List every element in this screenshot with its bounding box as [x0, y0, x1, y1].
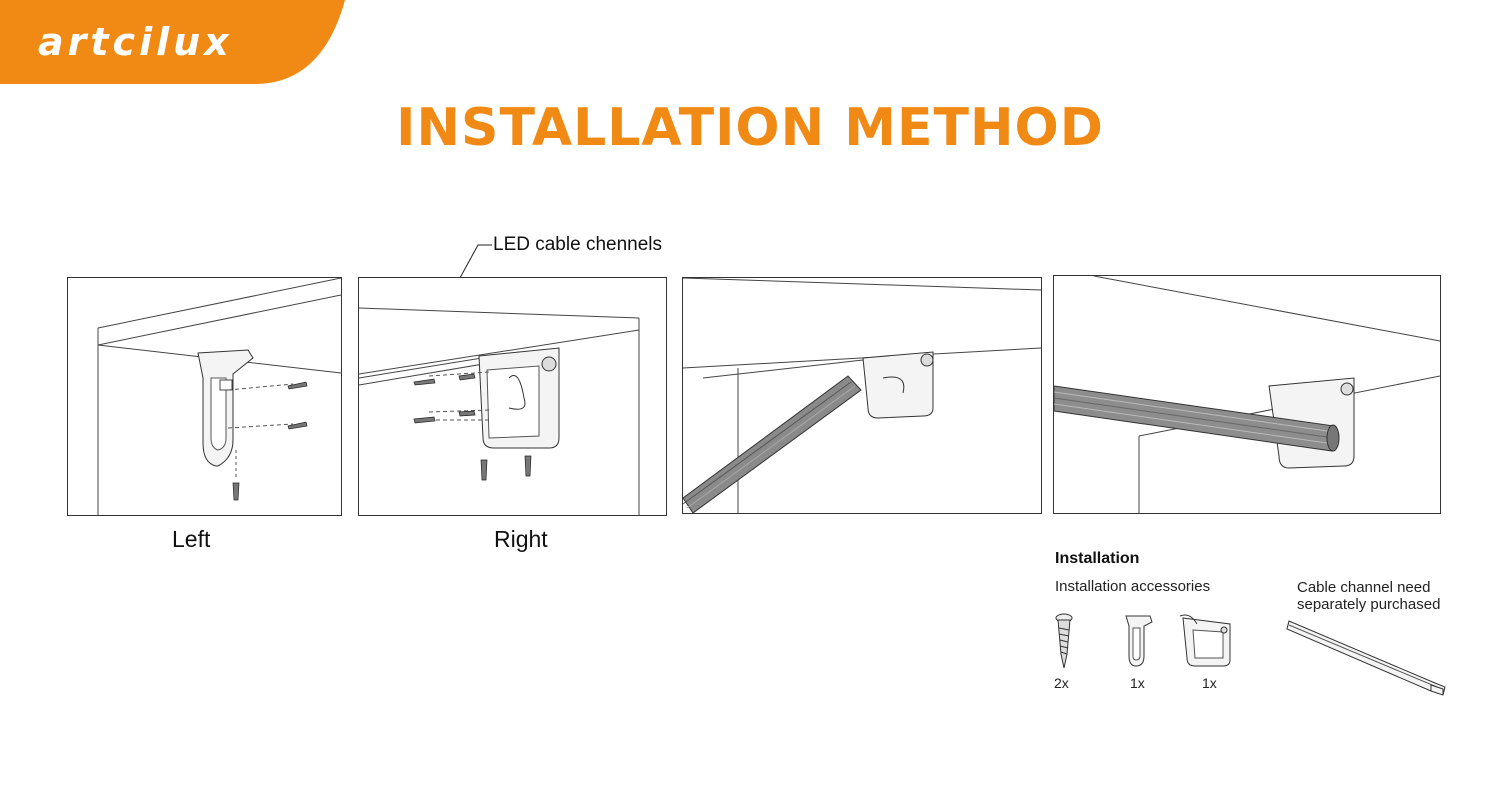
caption-left: Left: [172, 526, 211, 552]
insert-cable-illustration: [683, 278, 1041, 513]
panel-finished: [1053, 275, 1441, 514]
page-title: INSTALLATION METHOD: [396, 98, 1104, 158]
right-mount-illustration: [359, 307, 640, 515]
brand-tab-shape: [0, 0, 345, 84]
panel-right-mount: [358, 277, 667, 516]
panel-insert-cable: [682, 277, 1042, 514]
cable-channel-icon: [1286, 620, 1446, 696]
panel-left-mount: [67, 277, 342, 516]
left-mount-illustration: [97, 278, 341, 515]
brand-tab: ARTCILUX: [0, 0, 345, 84]
brand-logo: ARTCILUX: [38, 20, 233, 64]
qty-hook-clip: 1x: [1130, 675, 1145, 691]
cable-channel-note: Cable channel need separately purchased: [1297, 579, 1440, 613]
qty-bracket-box: 1x: [1202, 675, 1217, 691]
bracket-box-icon: [1179, 614, 1231, 667]
screw-icon: [1055, 613, 1073, 669]
cable-note-line-1: Cable channel need: [1297, 579, 1431, 596]
installation-heading: Installation: [1055, 550, 1140, 567]
finished-install-illustration: [1054, 276, 1440, 513]
installation-accessories-label: Installation accessories: [1055, 578, 1211, 595]
qty-screw: 2x: [1054, 675, 1069, 691]
callout-label: LED cable chennels: [493, 234, 662, 255]
hook-clip-icon: [1125, 615, 1153, 667]
cable-note-line-2: separately purchased: [1297, 596, 1441, 613]
caption-right: Right: [494, 526, 548, 552]
